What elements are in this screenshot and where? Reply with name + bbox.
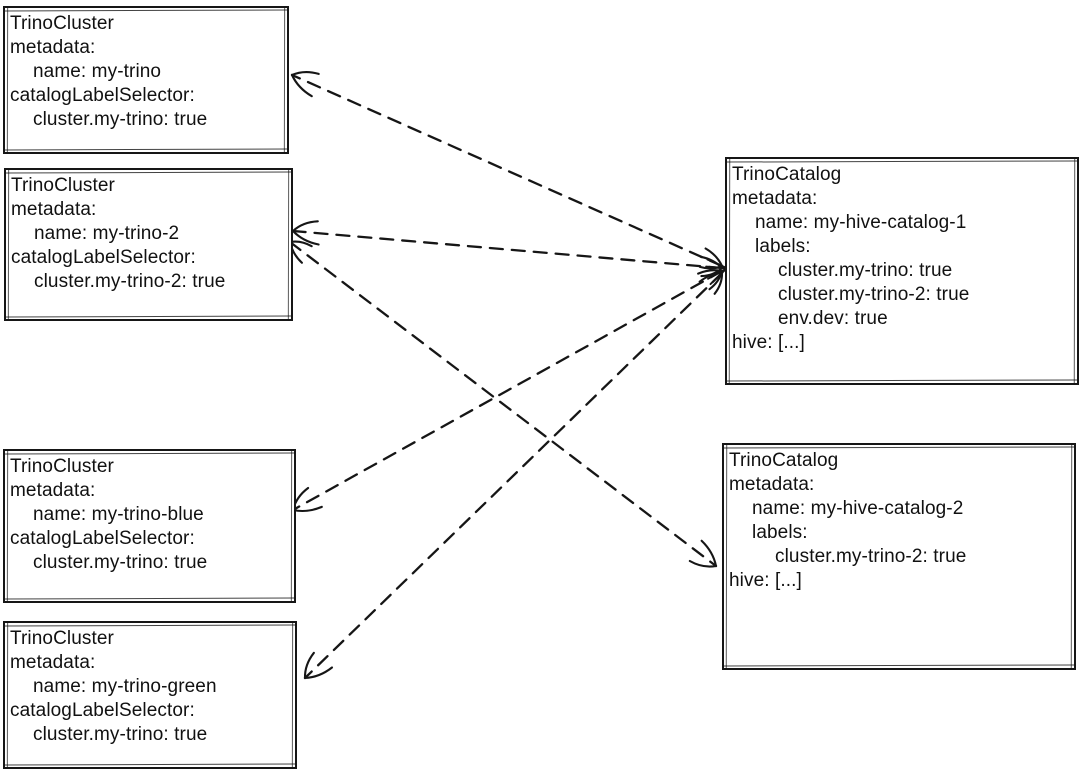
yaml-line: catalogLabelSelector: — [10, 528, 195, 549]
yaml-line: metadata: — [732, 188, 818, 209]
yaml-line: hive: [...] — [732, 332, 805, 353]
arrowhead-icon — [700, 539, 718, 568]
arrowhead-icon — [290, 71, 320, 77]
yaml-line: TrinoCluster — [11, 175, 115, 196]
arrowhead-icon — [698, 271, 724, 283]
yaml-line: TrinoCluster — [10, 13, 114, 34]
node-cluster-my-trino-blue: TrinoCluster metadata: name: my-trino-blue… — [3, 449, 296, 603]
yaml-line: TrinoCluster — [10, 456, 114, 477]
edge-line — [290, 73, 724, 268]
arrowhead-icon — [291, 220, 319, 233]
arrowhead-icon — [699, 255, 724, 270]
yaml-line: name: my-trino — [33, 61, 162, 82]
yaml-line: name: my-trino-blue — [33, 504, 204, 525]
yaml-line: cluster.my-trino: true — [33, 724, 208, 745]
yaml-line: metadata: — [10, 652, 96, 673]
yaml-line: name: my-hive-catalog-2 — [752, 498, 964, 519]
edge-line — [291, 269, 724, 512]
yaml-line: cluster.my-trino-2: true — [34, 271, 226, 292]
arrowhead-icon — [704, 247, 724, 268]
edge-line — [303, 271, 724, 680]
yaml-line: TrinoCatalog — [732, 164, 842, 185]
arrowhead-icon — [288, 240, 313, 248]
node-cluster-my-trino: TrinoCluster metadata: name: my-trino catal… — [3, 6, 289, 154]
yaml-line: catalogLabelSelector: — [10, 85, 195, 106]
arrowhead-icon — [700, 266, 724, 278]
yaml-line: labels: — [755, 236, 811, 257]
edge-line — [288, 240, 718, 568]
arrowhead-icon — [303, 666, 334, 680]
yaml-line: cluster.my-trino: true — [33, 552, 208, 573]
yaml-line: labels: — [752, 522, 808, 543]
yaml-line: metadata: — [10, 480, 96, 501]
yaml-line: cluster.my-trino: true — [33, 109, 208, 130]
yaml-line: cluster.my-trino-2: true — [778, 284, 970, 305]
yaml-line: cluster.my-trino-2: true — [775, 546, 967, 567]
arrowhead-icon — [713, 271, 724, 295]
node-cluster-my-trino-green: TrinoCluster metadata: name: my-trino-gree… — [3, 621, 297, 769]
edge-line — [291, 229, 724, 270]
yaml-line: name: my-trino-2 — [34, 223, 180, 244]
yaml-line: env.dev: true — [778, 308, 888, 329]
node-catalog-my-hive-catalog-1: TrinoCatalog metadata: name: my-hive-catal… — [725, 157, 1079, 385]
arrowhead-icon — [303, 651, 315, 680]
yaml-line: hive: [...] — [729, 570, 802, 591]
yaml-line: metadata: — [10, 37, 96, 58]
node-cluster-my-trino-2: TrinoCluster metadata: name: my-trino-2 cat… — [4, 168, 293, 321]
arrowhead-icon — [698, 264, 724, 270]
yaml-line: TrinoCluster — [10, 628, 114, 649]
arrowhead-icon — [290, 73, 313, 98]
yaml-line: metadata: — [11, 199, 97, 220]
arrowhead-icon — [291, 505, 323, 513]
yaml-line: cluster.my-trino: true — [778, 260, 953, 281]
yaml-line: TrinoCatalog — [729, 450, 839, 471]
yaml-line: name: my-hive-catalog-1 — [755, 212, 967, 233]
yaml-line: catalogLabelSelector: — [11, 247, 196, 268]
arrowhead-icon — [697, 269, 724, 275]
arrowhead-icon — [708, 269, 724, 291]
yaml-line: catalogLabelSelector: — [10, 700, 195, 721]
yaml-line: name: my-trino-green — [33, 676, 217, 697]
yaml-line: metadata: — [729, 474, 815, 495]
node-catalog-my-hive-catalog-2: TrinoCatalog metadata: name: my-hive-catal… — [722, 443, 1076, 670]
arrowhead-icon — [291, 229, 320, 246]
arrowhead-icon — [688, 559, 718, 568]
